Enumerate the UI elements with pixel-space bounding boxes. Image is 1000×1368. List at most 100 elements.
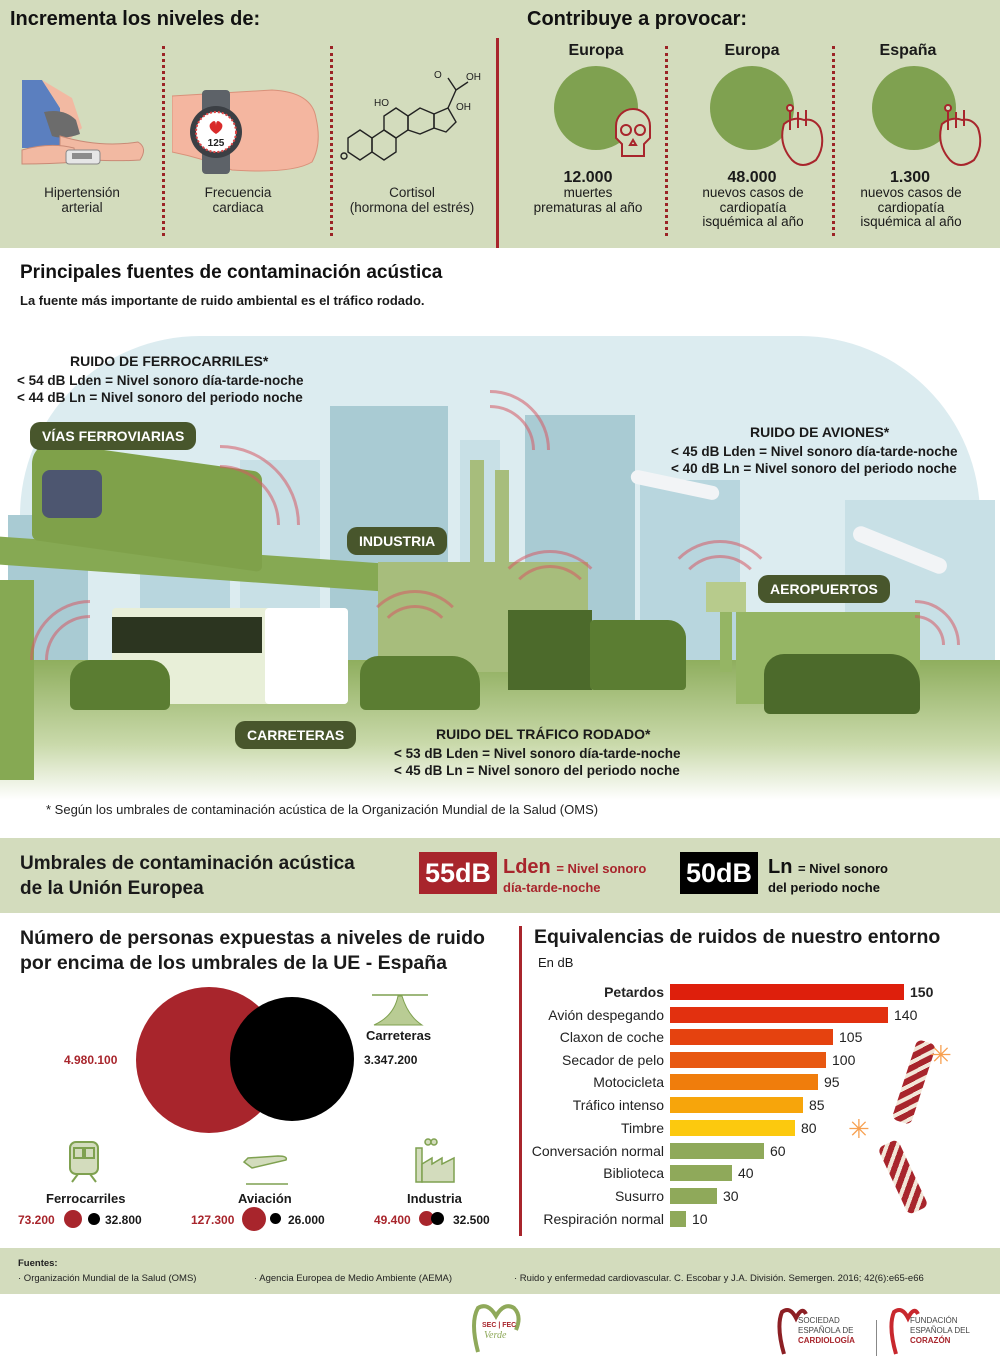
region-label: España: [879, 42, 937, 59]
lden-badge: 55dB: [419, 852, 497, 894]
ln-label: Ln = Nivel sonoro: [768, 856, 888, 878]
sources-title: Fuentes:: [18, 1258, 58, 1269]
city-illustration: [0, 330, 1000, 800]
roads-label: Carreteras: [366, 1028, 432, 1043]
road-noise-lden: < 53 dB Lden = Nivel sonoro día-tarde-no…: [394, 746, 681, 761]
level-caption: Cortisol(hormona del estrés): [349, 185, 475, 215]
label-roads: CARRETERAS: [235, 721, 357, 749]
rail-lden-value: 73.200: [18, 1213, 55, 1227]
roads-ln-value: 3.347.200: [364, 1053, 418, 1067]
oms-footnote: * Según los umbrales de contaminación ac…: [46, 802, 599, 817]
road-noise-title: RUIDO DEL TRÁFICO RODADO*: [436, 726, 651, 742]
cortisol-molecule-icon: HO OH OH O: [338, 68, 488, 168]
divider: [330, 46, 333, 236]
airplane-icon: [242, 1148, 290, 1186]
svg-text:OH: OH: [466, 72, 481, 83]
rail-noise-title: RUIDO DE FERROCARRILES*: [70, 353, 269, 369]
aviation-lden-value: 127.300: [191, 1213, 235, 1227]
road-icon: [372, 994, 428, 1026]
rail-noise-ln: < 44 dB Ln = Nivel sonoro del periodo no…: [17, 390, 303, 405]
spark-icon: ✳: [930, 1040, 952, 1070]
unit-label: En dB: [538, 955, 574, 970]
source-item: · Organización Mundial de la Salud (OMS): [18, 1273, 197, 1284]
industry-ln-value: 32.500: [453, 1213, 490, 1227]
roads-lden-value: 4.980.100: [64, 1053, 118, 1067]
stat-number: 1.300: [889, 169, 931, 186]
firecracker-icon: [877, 1138, 929, 1216]
stat-number: 48.000: [727, 169, 777, 186]
ln-desc: del periodo noche: [768, 880, 880, 895]
aviation-lden-bubble: [242, 1207, 266, 1231]
air-noise-title: RUIDO DE AVIONES*: [750, 424, 890, 440]
rail-noise-lden: < 54 dB Lden = Nivel sonoro día-tarde-no…: [17, 373, 304, 388]
label-airports: AEROPUERTOS: [758, 575, 890, 603]
divider: [665, 46, 668, 236]
section-divider: [496, 38, 499, 248]
divider: [162, 46, 165, 236]
divider: [832, 46, 835, 236]
skull-icon: [612, 104, 654, 164]
blood-pressure-icon: [20, 78, 150, 170]
rail-label: Ferrocarriles: [46, 1191, 126, 1206]
rail-ln-bubble: [88, 1213, 100, 1225]
road-noise-ln: < 45 dB Ln = Nivel sonoro del periodo no…: [394, 763, 680, 778]
source-item: · Ruido y enfermedad cardiovascular. C. …: [514, 1273, 924, 1284]
svg-text:125: 125: [208, 138, 225, 149]
region-label: Europa: [568, 42, 624, 59]
aviation-ln-bubble: [270, 1213, 281, 1224]
air-noise-lden: < 45 dB Lden = Nivel sonoro día-tarde-no…: [671, 444, 958, 459]
stat-number: 12.000: [563, 169, 613, 186]
equivalences-title: Equivalencias de ruidos de nuestro entor…: [534, 926, 941, 948]
heart-icon: [776, 104, 824, 170]
smartwatch-heart-rate-icon: 125: [171, 88, 320, 178]
spark-icon: ✳: [848, 1114, 870, 1144]
region-label: Europa: [724, 42, 780, 59]
industry-lden-bubble: [419, 1211, 434, 1226]
train-icon: [68, 1140, 100, 1184]
aviation-ln-value: 26.000: [288, 1213, 325, 1227]
heart-icon: [934, 104, 982, 170]
rail-lden-bubble: [64, 1210, 82, 1228]
sources-subtitle: La fuente más importante de ruido ambien…: [20, 293, 425, 308]
sources-title: Principales fuentes de contaminación acú…: [20, 262, 443, 283]
ln-badge: 50dB: [680, 852, 758, 894]
effects-title: Contribuye a provocar:: [527, 8, 748, 30]
sec-fec-verde-logo: SEC | FEC Verde: [470, 1302, 524, 1354]
svg-text:HO: HO: [374, 98, 389, 109]
industry-lden-value: 49.400: [374, 1213, 411, 1227]
industry-label: Industria: [407, 1191, 462, 1206]
levels-title: Incrementa los niveles de:: [10, 8, 261, 30]
section-divider: [519, 926, 522, 1236]
industry-ln-bubble: [431, 1212, 444, 1225]
exposure-title: Número de personas expuestas a niveles d…: [20, 927, 485, 974]
rail-ln-value: 32.800: [105, 1213, 142, 1227]
lden-label: Lden = Nivel sonoro: [503, 856, 647, 878]
svg-text:O: O: [434, 70, 442, 81]
label-rail: VÍAS FERROVIARIAS: [30, 422, 197, 450]
europe-globe-icon: [710, 66, 794, 150]
label-industry: INDUSTRIA: [347, 527, 448, 555]
aviation-label: Aviación: [238, 1191, 292, 1206]
factory-icon: [414, 1138, 460, 1184]
logo-divider: [876, 1320, 877, 1356]
